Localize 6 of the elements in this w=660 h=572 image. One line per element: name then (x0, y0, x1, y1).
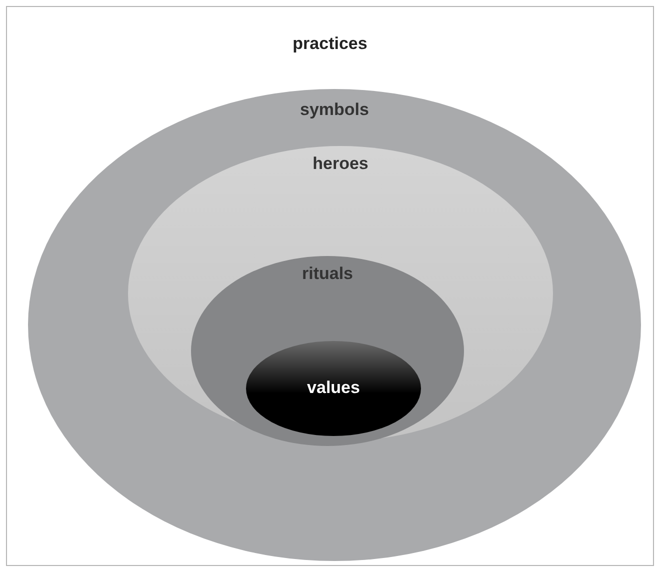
layer-label: values (307, 378, 360, 398)
layer-label: symbols (300, 100, 369, 120)
layer-label: practices (292, 34, 368, 54)
layer-label: heroes (312, 154, 368, 174)
outer-frame (6, 6, 654, 566)
layer-label: rituals (302, 264, 354, 284)
